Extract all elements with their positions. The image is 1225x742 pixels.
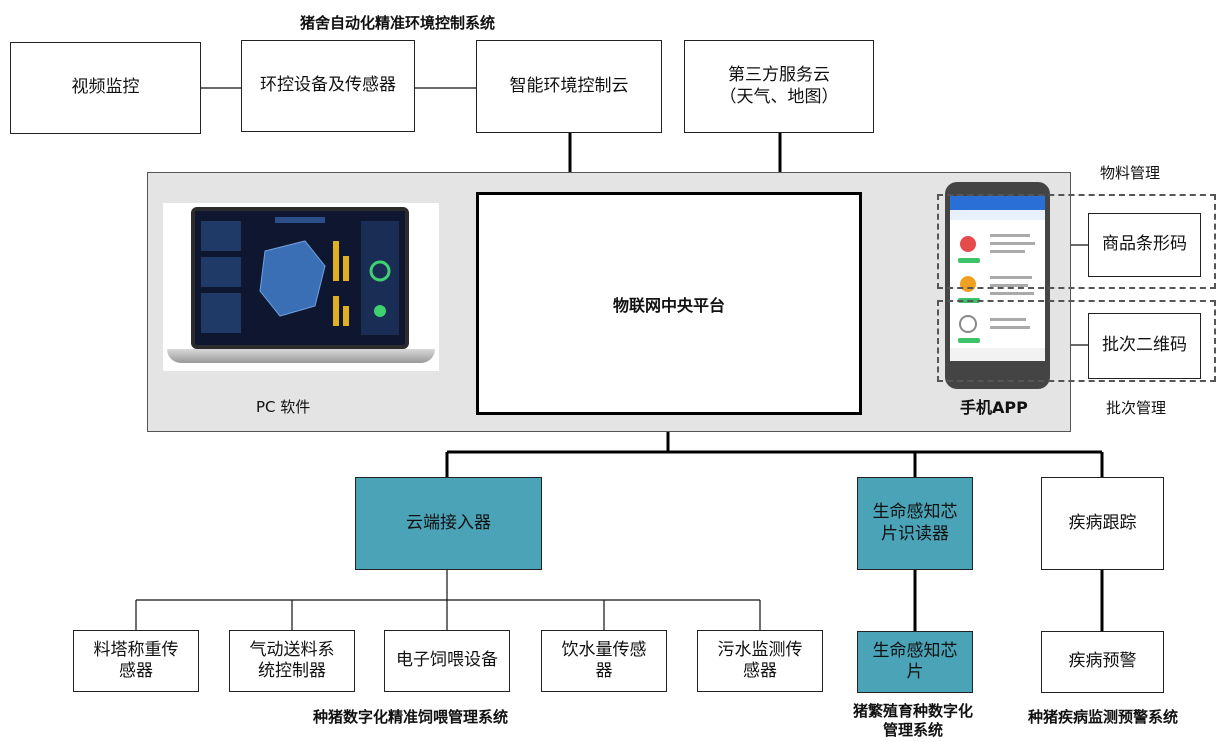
life-chip-box: 生命感知芯 片 xyxy=(857,631,973,693)
env-control-system-title: 猪舍自动化精准环境控制系统 xyxy=(300,14,496,32)
env-cloud-box: 智能环境控制云 xyxy=(476,40,662,133)
batch-mgmt-group xyxy=(937,300,1216,382)
sewage-sensor-box: 污水监测传 感器 xyxy=(697,630,823,692)
env-devices-box: 环控设备及传感器 xyxy=(241,40,415,132)
e-feeder-box: 电子饲喂设备 xyxy=(384,630,510,692)
third-party-cloud-box: 第三方服务云 （天气、地图） xyxy=(684,40,874,133)
material-mgmt-group xyxy=(937,194,1216,289)
smartphone-icon xyxy=(945,182,1050,389)
rfid-reader-box: 生命感知芯 片识读器 xyxy=(857,477,973,570)
pc-software-label: PC 软件 xyxy=(256,398,311,416)
water-sensor-box: 饮水量传感 器 xyxy=(541,630,667,692)
disease-system-label: 种猪疾病监测预警系统 xyxy=(1028,708,1179,726)
laptop-icon xyxy=(163,203,439,371)
batch-mgmt-label: 批次管理 xyxy=(1106,399,1167,417)
video-monitor-box: 视频监控 xyxy=(10,42,201,134)
material-mgmt-label: 物料管理 xyxy=(1100,164,1161,182)
pneumatic-controller-box: 气动送料系 统控制器 xyxy=(229,630,355,692)
feeding-system-label: 种猪数字化精准饲喂管理系统 xyxy=(313,708,509,726)
qrcode-box: 批次二维码 xyxy=(1088,313,1201,379)
barcode-box: 商品条形码 xyxy=(1088,213,1201,277)
disease-tracking-box: 疾病跟踪 xyxy=(1041,477,1164,570)
feed-tower-sensor-box: 料塔称重传 感器 xyxy=(73,630,199,692)
breeding-system-label: 猪繁殖育种数字化 管理系统 xyxy=(852,702,973,739)
cloud-access-box: 云端接入器 xyxy=(355,477,542,570)
mobile-app-label: 手机APP xyxy=(960,398,1028,417)
iot-platform-box: 物联网中央平台 xyxy=(476,192,862,415)
disease-warning-box: 疾病预警 xyxy=(1041,631,1164,693)
